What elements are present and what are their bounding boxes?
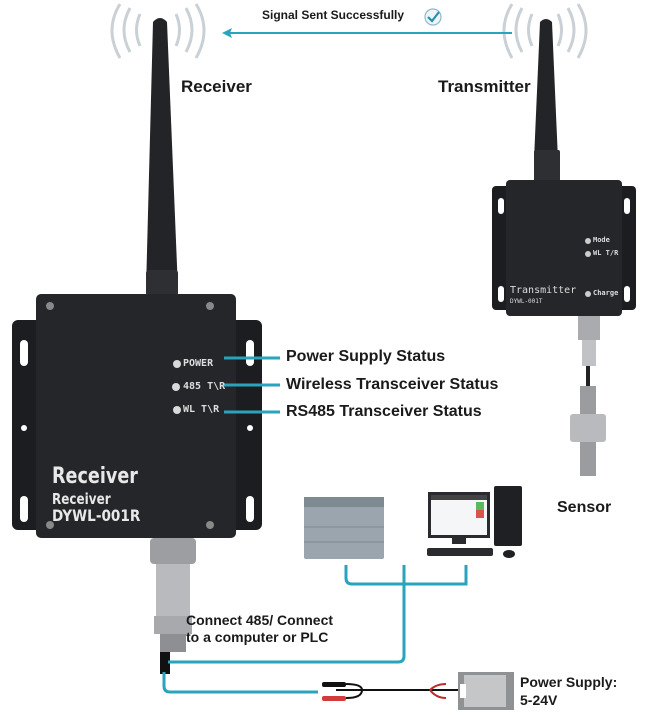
transmitter-antenna [534, 19, 560, 184]
tx-led-wl: WL T/R [593, 249, 619, 257]
tx-led-mode: Mode [593, 236, 610, 244]
transmitter-print-name: Transmitter [510, 285, 577, 296]
sensor-label: Sensor [557, 499, 612, 516]
signal-status-text: Signal Sent Successfully [262, 8, 405, 22]
radio-waves-transmitter-icon [502, 3, 588, 59]
sensor-icon [570, 316, 606, 476]
receiver-print-large: Receiver [52, 464, 138, 489]
receiver-device [12, 294, 262, 538]
signal-arrow [222, 28, 512, 38]
power-supply-icon [322, 672, 514, 710]
led-label-power: POWER [183, 358, 214, 369]
led-label-wl: WL T\R [183, 404, 220, 415]
receiver-connector [150, 538, 196, 674]
plc-device [304, 497, 384, 559]
rs485-label-line1: Connect 485/ Connect [186, 612, 334, 628]
power-supply-label-line2: 5-24V [520, 692, 558, 708]
transmitter-title: Transmitter [438, 77, 531, 96]
tx-led-charge: Charge [593, 289, 619, 297]
callout-rs485-transceiver-status: RS485 Transceiver Status [286, 403, 482, 420]
power-supply-label-line1: Power Supply: [520, 674, 618, 690]
receiver-antenna [146, 18, 178, 296]
receiver-model: DYWL-001R [52, 506, 141, 525]
led-callout-lines [224, 356, 280, 414]
rs485-label-line2: to a computer or PLC [186, 629, 329, 645]
computer-icon [427, 486, 522, 558]
callout-wireless-transceiver-status: Wireless Transceiver Status [286, 376, 499, 393]
receiver-title: Receiver [181, 77, 252, 96]
cables [162, 565, 468, 694]
led-label-485: 485 T\R [183, 381, 226, 392]
check-circle-icon [424, 8, 442, 26]
transmitter-device [492, 180, 636, 316]
callout-power-supply-status: Power Supply Status [286, 348, 446, 365]
receiver-print-small: Receiver [52, 490, 111, 508]
transmitter-model: DYWL-001T [510, 298, 543, 305]
radio-waves-receiver-icon [110, 3, 206, 59]
